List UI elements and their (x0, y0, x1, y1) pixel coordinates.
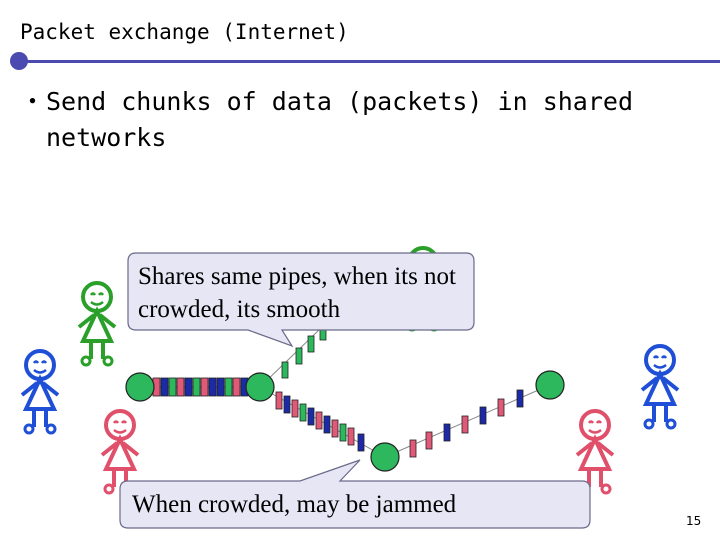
network-node-bottom (370, 442, 400, 472)
packet-stream-up (281, 323, 327, 379)
network-node-center (245, 372, 275, 402)
network-node-left (125, 372, 155, 402)
bullet-item: ・ Send chunks of data (packets) in share… (20, 84, 680, 156)
bullet-text: Send chunks of data (packets) in shared … (46, 87, 633, 152)
title-rule-dot (10, 52, 28, 70)
callout-top-text: Shares same pipes, when its not crowded,… (138, 263, 457, 323)
slide-title: Packet exchange (Internet) (20, 20, 349, 44)
title-rule (20, 60, 720, 63)
packet-stream-down (275, 391, 365, 452)
person-figure-blue-left (20, 349, 60, 435)
bullet-marker: ・ (20, 87, 46, 116)
person-figure-blue-right (640, 344, 680, 430)
packet-stream-right (409, 389, 524, 458)
callout-bottom-text: When crowded, may be jammed (132, 491, 457, 518)
callout-top-bubble (127, 252, 475, 348)
network-node-right (535, 370, 565, 400)
page-number: 15 (686, 514, 702, 528)
person-figure-green-left (77, 281, 117, 367)
callout-bottom-bubble (119, 459, 591, 529)
packet-stream-left (152, 377, 249, 397)
